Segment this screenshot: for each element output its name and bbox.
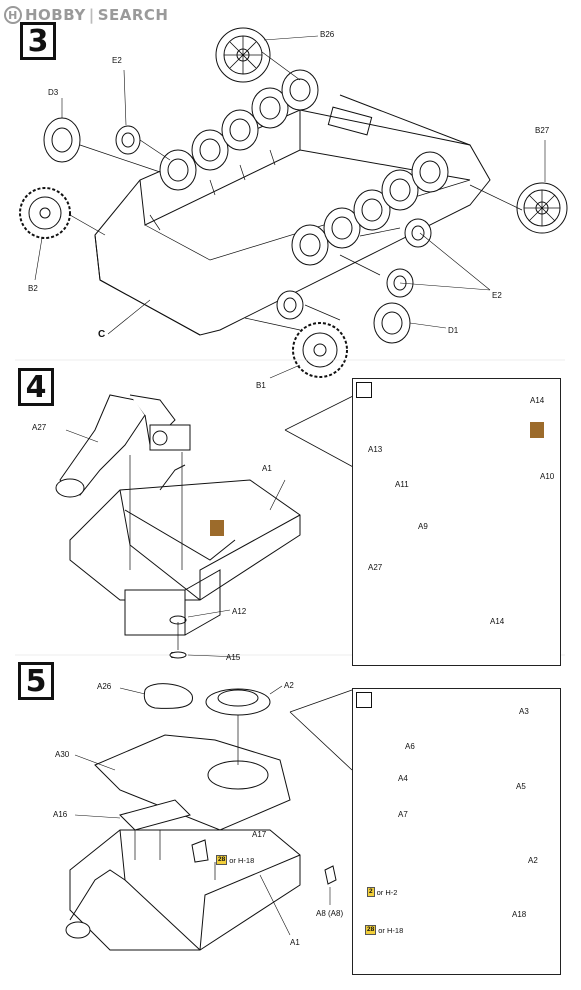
wrench-icon [356, 382, 372, 398]
alt-part-a17: 28 or H-18 [216, 855, 254, 865]
label-a11: A11 [395, 480, 409, 489]
label-a12: A12 [232, 607, 247, 616]
label-a2-step5: A2 [284, 681, 294, 690]
label-a17: A17 [252, 830, 267, 839]
alt-chip: 28 [216, 855, 228, 865]
label-d3: D3 [48, 88, 59, 97]
label-b27: B27 [535, 126, 550, 135]
label-inset-a2: A2 [528, 856, 538, 865]
hobbysearch-logo-icon: H [4, 6, 22, 24]
alt-text: or H-18 [229, 855, 255, 865]
label-a1-step5: A1 [290, 938, 300, 947]
step5-main [66, 684, 336, 950]
glue-icon [530, 422, 544, 438]
label-a1-step4: A1 [262, 464, 272, 473]
alt-part-a18-2: 28 or H-18 [365, 925, 403, 935]
label-a13: A13 [368, 445, 383, 454]
step3-wheels [20, 28, 567, 378]
label-inset-a4: A4 [398, 774, 408, 783]
step4-detail-inset [352, 378, 561, 666]
label-a27: A27 [32, 423, 47, 432]
label-inset-a18: A18 [512, 910, 527, 919]
watermark: H HOBBY | SEARCH [4, 4, 168, 26]
step-number-4: 4 [18, 368, 54, 406]
label-c: C [98, 329, 106, 340]
label-b2: B2 [28, 284, 38, 293]
glue-icon [210, 520, 224, 536]
label-inset-a6: A6 [405, 742, 415, 751]
alt-text: or H-2 [376, 887, 398, 897]
watermark-site: SEARCH [97, 6, 169, 24]
label-d1: D1 [448, 326, 459, 335]
label-a26: A26 [97, 682, 112, 691]
label-inset-a14-top: A14 [530, 396, 545, 405]
watermark-brand: HOBBY [25, 6, 86, 24]
label-a30: A30 [55, 750, 70, 759]
label-b1: B1 [256, 381, 266, 390]
label-b26: B26 [320, 30, 335, 39]
step5-detail-inset [352, 688, 561, 975]
label-a10: A10 [540, 472, 555, 481]
alt-text: or H-18 [378, 925, 404, 935]
label-a15: A15 [226, 653, 241, 662]
label-e2-right: E2 [492, 291, 502, 300]
alt-chip: 2 [367, 887, 375, 897]
alt-part-a18-1: 2 or H-2 [367, 887, 397, 897]
step-number-3: 3 [20, 22, 56, 60]
label-inset-a7: A7 [398, 810, 408, 819]
wrench-icon [356, 692, 372, 708]
label-inset-a14-bottom: A14 [490, 617, 505, 626]
label-inset-a27: A27 [368, 563, 383, 572]
step4-main [56, 395, 300, 658]
watermark-separator: | [88, 6, 95, 24]
label-a9: A9 [418, 522, 428, 531]
label-inset-a5: A5 [516, 782, 526, 791]
label-inset-a3: A3 [519, 707, 529, 716]
step-number-5: 5 [18, 662, 54, 700]
alt-chip: 28 [365, 925, 377, 935]
label-a8: A8 (A8) [316, 909, 344, 918]
label-a16: A16 [53, 810, 68, 819]
label-e2-top: E2 [112, 56, 122, 65]
